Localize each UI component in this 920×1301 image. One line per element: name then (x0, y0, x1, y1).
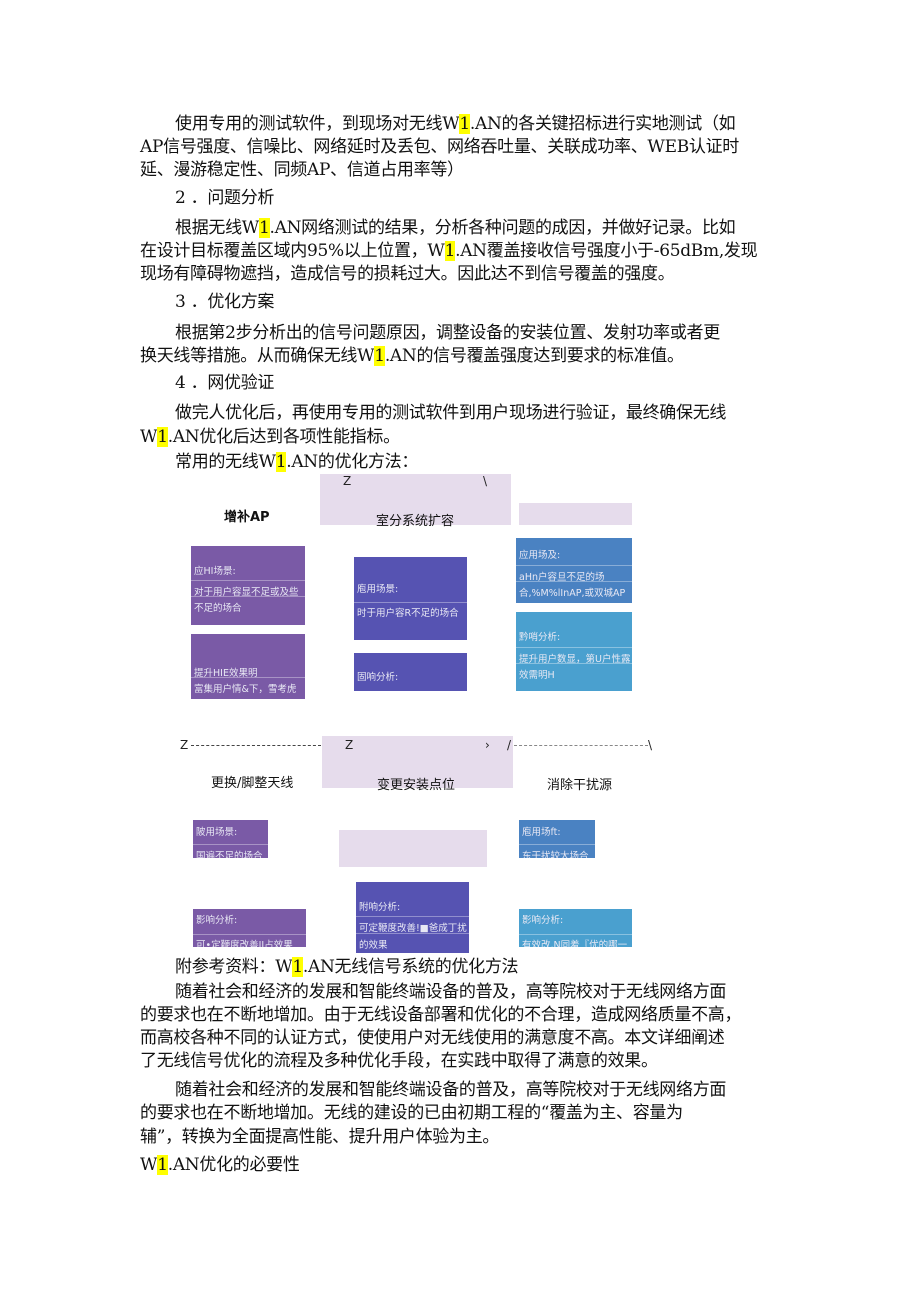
connector-line (191, 745, 321, 746)
text-line: AP信号强度、信噪比、网络延时及丢包、网络吞吐量、关联成功率、WEB认证时 (140, 137, 739, 157)
text-line: 随着社会和经济的发展和智能终端设备的普及，高等院校对于无线网络方面 (175, 1080, 727, 1100)
info-box: 黔哨分析: 提升用户数显，第U户性露 效需明H (516, 612, 632, 691)
text-line: 做完人优化后，再使用专用的测试软件到用户现场进行验证，最终确保无线 (175, 403, 727, 423)
mark: / (507, 738, 512, 752)
text-line: 现场有障碍物遮挡，造成信号的损耗过大。因此达不到信号覆盖的强度。 (140, 264, 675, 284)
section-heading: 2 ．问题分析 (175, 188, 275, 208)
info-box: 应用场及: aHn户容旦不足的场 合,%M%lInAP,或双城AP (516, 538, 632, 603)
mark: Z (180, 738, 189, 752)
text-line: 随着社会和经济的发展和智能终端设备的普及，高等院校对于无线网络方面 (175, 982, 727, 1002)
connector-line (514, 745, 648, 746)
text-line: 使用专用的测试软件，到现场对无线W1.AN的各关键招标进行实地测试（如 (175, 114, 736, 134)
section-heading: 3 ．优化方案 (175, 292, 275, 312)
text-line: 根据无线W1.AN网络测试的结果，分析各种问题的成因，并做好记录。比如 (175, 218, 736, 238)
text-line: 延、漫游稳定性、同频AP、信道占用率等） (140, 160, 464, 180)
section-heading: 4 ．网优验证 (175, 373, 275, 393)
method-label: 增补AP (224, 510, 270, 525)
text-line: 辅”，转换为全面提高性能、提升用户体验为主。 (140, 1127, 500, 1147)
method-box (339, 830, 487, 867)
text-line: 了无线信号优化的流程及多种优化手段，在实践中取得了满意的效果。 (140, 1051, 658, 1071)
info-box: 提升HIE效果明 富集用户情&下，雪考虎 (191, 634, 305, 699)
mark: › (485, 738, 490, 752)
info-box: 庖用场景: 时于用户容R不足的场合 (354, 557, 467, 640)
text-line: 而高校各种不同的认证方式，使使用户对无线使用的满意度不高。本文详细阐述 (140, 1028, 725, 1048)
info-box: 陂用场景: 国遍不足的场合 (193, 820, 268, 858)
mark: \ (483, 474, 488, 488)
text-line: W1.AN优化后达到各项性能指标。 (140, 427, 400, 447)
method-box (320, 474, 511, 525)
info-box: 影响分析: 有效改,N同羞『优的哪一 (519, 909, 632, 947)
text-line: 换天线等措施。从而确保无线W1.AN的信号覆盖强度达到要求的标准值。 (140, 346, 684, 366)
info-box: 影响分析: 可•定鞭度改善II占效果 (193, 909, 306, 947)
method-label: 消除干扰源 (547, 778, 613, 793)
text-line: 根据第2步分析出的信号问题原因，调整设备的安装位置、发射功率或者更 (175, 323, 720, 343)
method-box (519, 503, 632, 525)
section-heading: W1.AN优化的必要性 (140, 1155, 300, 1175)
mark: Z (345, 738, 354, 752)
info-box: 应HI场景: 对于用户容显不足或及些 不足的场合 (191, 546, 305, 625)
info-box: 固响分析: (354, 653, 467, 691)
method-box (322, 736, 513, 788)
text-line: 在设计目标覆盖区域内95%以上位置，W1.AN覆盖接收信号强度小于-65dBm,… (140, 241, 758, 261)
text-line: 的要求也在不断地增加。由于无线设备部署和优化的不合理，造成网络质量不高， (140, 1005, 742, 1025)
method-label: 更换/脚整天线 (211, 776, 294, 791)
method-label: 变更安装点位 (377, 778, 456, 793)
text-line: 常用的无线W1.AN的优化方法： (175, 452, 419, 472)
method-label: 室分系统扩容 (376, 514, 455, 529)
info-box: 庖用场ft: 东干扰较大场合 (519, 820, 595, 858)
section-heading: 附参考资料：W1.AN无线信号系统的优化方法 (175, 957, 519, 977)
mark: \ (648, 738, 653, 752)
mark: Z (343, 474, 352, 488)
text-line: 的要求也在不断地增加。无线的建设的已由初期工程的“覆盖为主、容量为 (140, 1103, 683, 1123)
info-box: 附响分析: 可定鞭度改善!■爸成丁扰 的效果 (356, 882, 469, 953)
